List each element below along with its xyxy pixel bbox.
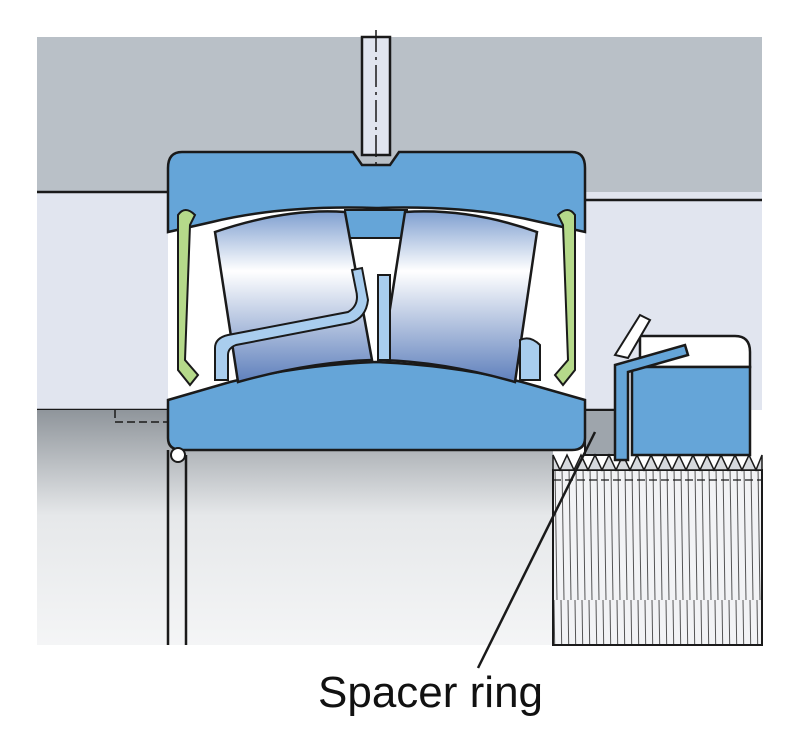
roller-right (380, 210, 539, 384)
lubrication-hole (360, 30, 392, 225)
spacer-ring (584, 409, 616, 456)
snap-ring (170, 447, 186, 463)
roller-left (213, 210, 374, 384)
seal-right (553, 209, 576, 387)
lock-nut (613, 313, 752, 462)
cage-center (377, 274, 391, 361)
cage (214, 266, 370, 381)
cage-right (519, 337, 541, 381)
lock-washer (613, 343, 690, 462)
shaft-thread (552, 453, 763, 646)
outer-ring-groove (344, 209, 408, 239)
callout-leader-line (476, 431, 597, 669)
bearing-outer-ring (166, 150, 587, 234)
spacer-ring-label: Spacer ring (318, 668, 544, 717)
seal-left (177, 209, 200, 387)
